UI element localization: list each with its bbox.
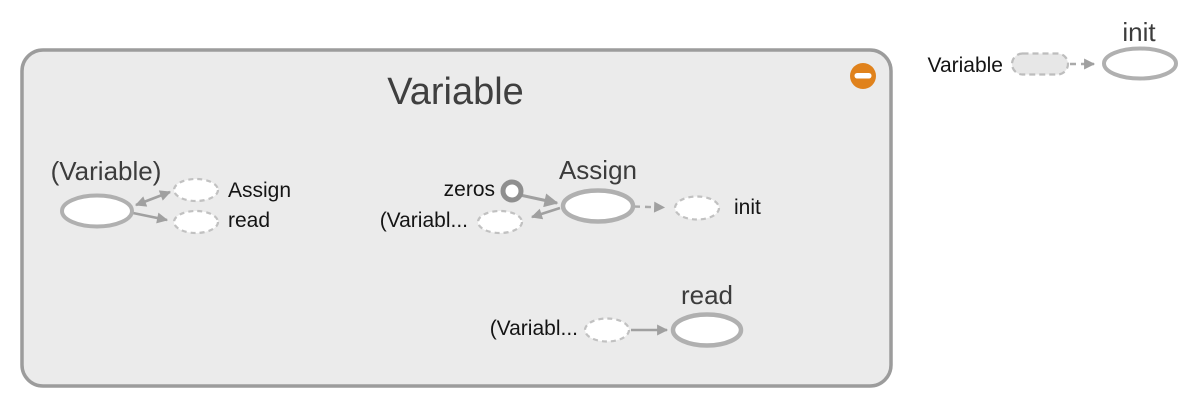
group-title-variable[interactable]: Variable [387, 71, 524, 113]
zeros-const-node[interactable] [500, 179, 524, 203]
read-op-node[interactable] [670, 312, 744, 348]
assign-op-node[interactable] [560, 188, 636, 224]
collapse-button[interactable] [850, 63, 876, 89]
init-op-label[interactable]: init [1122, 17, 1156, 47]
assign-op-label[interactable]: Assign [558, 155, 638, 185]
minus-icon [854, 73, 872, 79]
read-op-label[interactable]: read [680, 280, 734, 310]
external-variable-label[interactable]: Variable [927, 54, 1004, 77]
read-input-variable-annotation[interactable] [583, 317, 631, 343]
edge-variable-to-read [132, 211, 169, 224]
variable-op-label[interactable]: (Variable) [50, 156, 162, 186]
variable-group-box[interactable] [20, 48, 893, 388]
edge-variable-assign-ref [134, 190, 172, 207]
edge-assign-to-init-control [633, 201, 666, 213]
init-annotation-label[interactable]: init [734, 196, 761, 219]
assign-annotation-node[interactable] [172, 177, 220, 203]
assign-annotation-label[interactable]: Assign [228, 179, 292, 202]
assign-input-variable-annotation[interactable] [476, 209, 524, 235]
edge-zeros-to-assign [519, 193, 559, 208]
init-annotation-node[interactable] [673, 195, 721, 221]
read-annotation-label[interactable]: read [228, 209, 271, 232]
read-input-variable-label[interactable]: (Variabl... [489, 317, 578, 340]
edge-assign-to-variable-ref [530, 206, 561, 220]
read-annotation-node[interactable] [172, 209, 220, 235]
assign-input-variable-label[interactable]: (Variabl... [379, 209, 468, 232]
external-variable-annotation[interactable] [1010, 52, 1070, 76]
variable-op-node[interactable] [60, 193, 134, 229]
init-op-node[interactable] [1102, 46, 1178, 81]
zeros-label[interactable]: zeros [443, 178, 495, 201]
